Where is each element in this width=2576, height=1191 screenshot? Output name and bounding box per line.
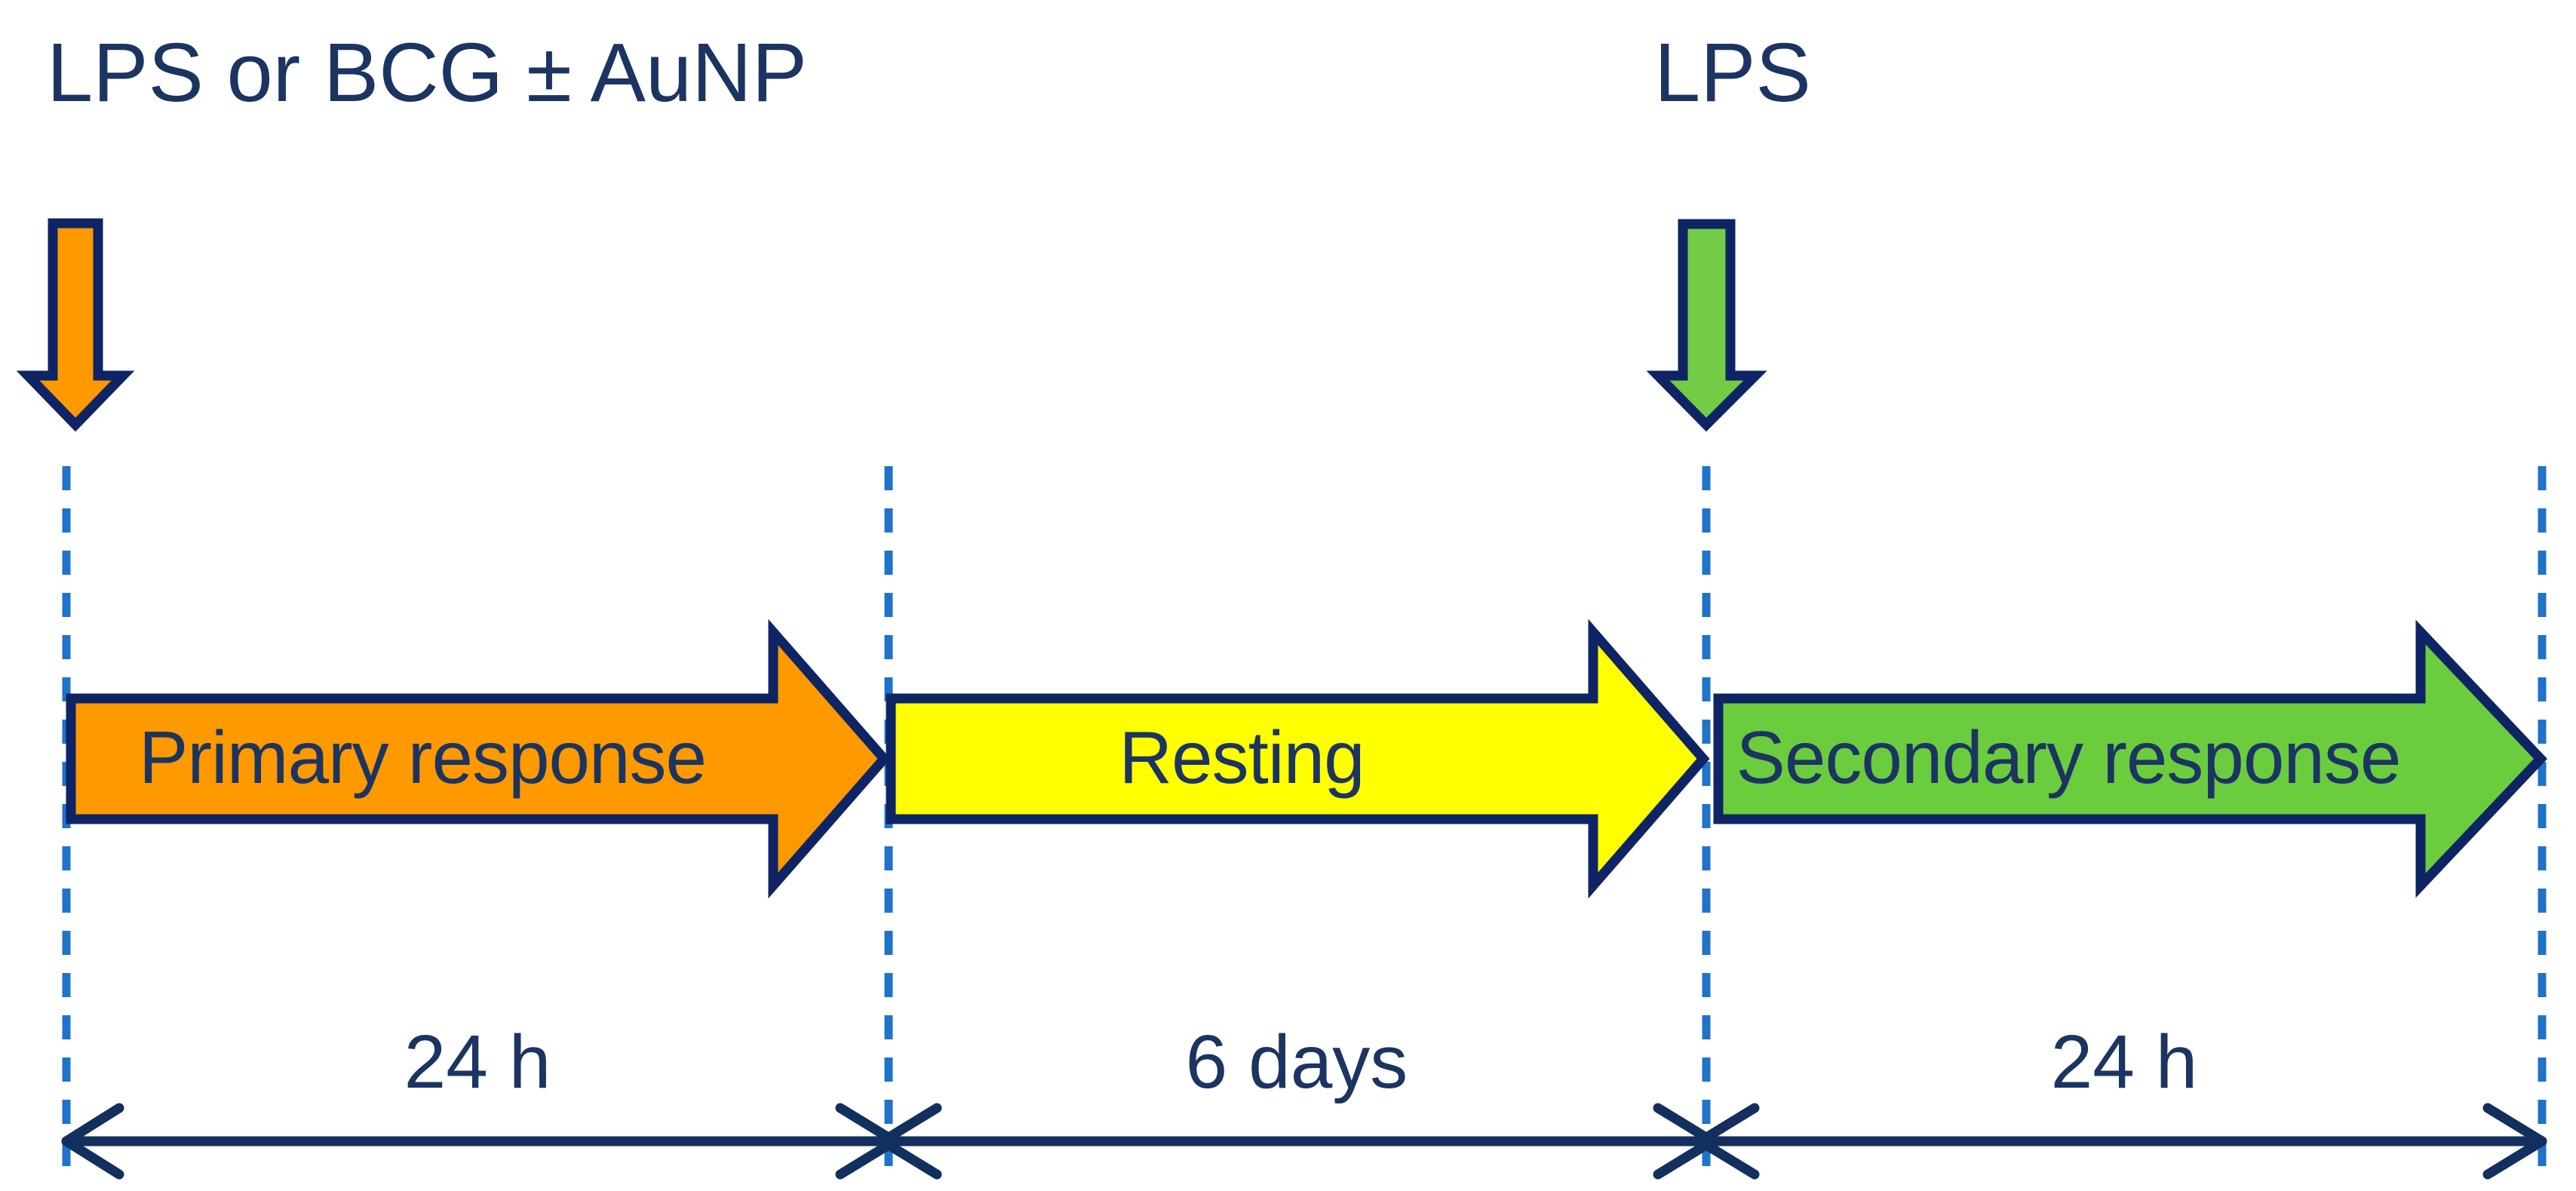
duration-label-6days: 6 days xyxy=(1185,1020,1408,1104)
measure-arrowhead-right-2 xyxy=(1653,1103,1718,1180)
secondary-stimulus-down-arrow xyxy=(1646,219,1767,432)
measure-arrowhead-left-2 xyxy=(877,1103,942,1180)
measure-arrowhead-right-3 xyxy=(2482,1103,2547,1180)
phase-arrow-primary-response xyxy=(66,619,891,899)
duration-measure-arrows xyxy=(61,1103,2547,1180)
stimulus-label-left: LPS or BCG ± AuNP xyxy=(47,26,807,119)
measure-arrowhead-right-1 xyxy=(835,1103,900,1180)
duration-label-24h-1: 24 h xyxy=(404,1020,551,1104)
stimulus-label-right: LPS xyxy=(1654,26,1811,119)
phase-arrow-resting xyxy=(886,619,1710,899)
measure-arrowhead-left-1 xyxy=(61,1103,124,1180)
phase-label-primary-response: Primary response xyxy=(139,716,707,799)
primary-stimulus-down-arrow xyxy=(16,218,135,432)
phase-arrow-secondary-response xyxy=(1713,619,2547,898)
measure-arrowhead-left-3 xyxy=(1695,1103,1760,1180)
duration-label-24h-2: 24 h xyxy=(2050,1020,2198,1104)
phase-label-secondary-response: Secondary response xyxy=(1736,716,2402,799)
phase-label-resting: Resting xyxy=(1119,716,1365,799)
